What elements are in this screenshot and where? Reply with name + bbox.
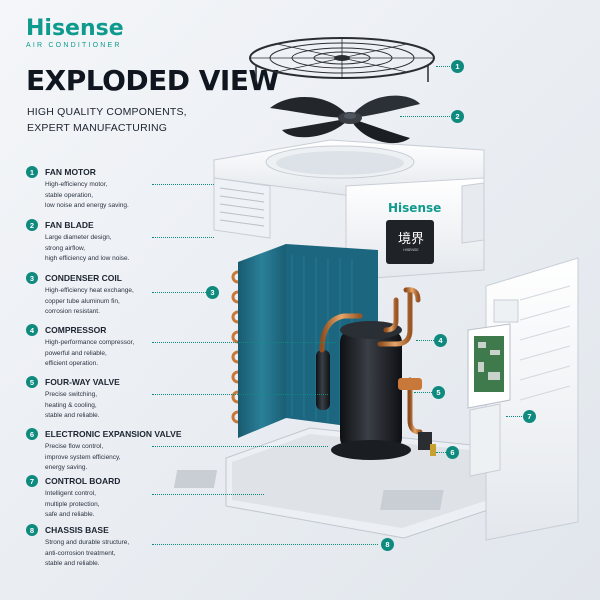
desc-line: corrosion resistant. xyxy=(45,308,100,315)
callout-1: 1 xyxy=(451,60,464,73)
feature-description: Precise switching, heating & cooling, st… xyxy=(45,390,195,422)
desc-line: improve system efficiency, xyxy=(45,453,121,461)
unit-display-panel-subtext: HISENSE xyxy=(403,248,419,252)
leader-line-1 xyxy=(436,66,452,67)
leader-line-8 xyxy=(152,544,378,545)
desc-line: anti-corrosion treatment, xyxy=(45,549,116,557)
desc-line: High-performance compressor, xyxy=(45,339,135,346)
feature-description: Large diameter design, strong airflow, h… xyxy=(45,233,195,265)
desc-line: Precise switching, xyxy=(45,391,98,398)
desc-line: Intelligent control, xyxy=(45,490,96,497)
leader-line-4 xyxy=(416,340,434,341)
page-title: EXPLODED VIEW xyxy=(26,64,279,97)
feature-title: CONTROL BOARD xyxy=(45,476,121,486)
feature-description: Intelligent control, multiple protection… xyxy=(45,489,195,521)
feature-number-badge: 1 xyxy=(26,166,38,178)
desc-line: Large diameter design, xyxy=(45,234,112,241)
unit-brand-label: Hisense xyxy=(388,201,442,215)
feature-description: Precise flow control, improve system eff… xyxy=(45,442,195,474)
top-shell xyxy=(213,139,485,281)
subtitle-line-2: EXPERT MANUFACTURING xyxy=(27,122,168,134)
feature-description: High-performance compressor, powerful an… xyxy=(45,338,195,370)
feature-title: COMPRESSOR xyxy=(45,325,107,335)
feature-number-badge: 5 xyxy=(26,376,38,388)
callout-6: 6 xyxy=(446,446,459,459)
feature-number-badge: 4 xyxy=(26,324,38,336)
desc-line: copper tube aluminum fin, xyxy=(45,297,120,305)
callout-5: 5 xyxy=(432,386,445,399)
copper-piping xyxy=(319,287,423,435)
desc-line: stable and reliable. xyxy=(45,560,100,567)
leader-line-feature-5 xyxy=(152,394,328,395)
fan-blade xyxy=(270,95,420,144)
desc-line: heating & cooling, xyxy=(45,401,97,409)
callout-2: 2 xyxy=(451,110,464,123)
desc-line: High-efficiency motor, xyxy=(45,181,108,188)
four-way-valve xyxy=(398,378,422,390)
feature-number-badge: 6 xyxy=(26,428,38,440)
feature-number-badge: 7 xyxy=(26,475,38,487)
leader-line-7 xyxy=(506,416,526,417)
feature-title: CONDENSER COIL xyxy=(45,273,122,283)
callout-3: 3 xyxy=(206,286,219,299)
feature-title: FAN MOTOR xyxy=(45,167,96,177)
page-subtitle: HIGH QUALITY COMPONENTS, EXPERT MANUFACT… xyxy=(27,104,187,136)
desc-line: High-efficiency heat exchange, xyxy=(45,287,134,294)
feature-title: CHASSIS BASE xyxy=(45,525,109,535)
brand-name: Hisense xyxy=(26,16,124,41)
brand-tagline: AIR CONDITIONER xyxy=(26,42,122,49)
callout-8: 8 xyxy=(381,538,394,551)
leader-line-feature-1 xyxy=(152,184,214,185)
desc-line: Precise flow control, xyxy=(45,443,104,450)
desc-line: low noise and energy saving. xyxy=(45,202,129,209)
desc-line: efficient operation. xyxy=(45,360,98,367)
leader-line-feature-4 xyxy=(152,342,336,343)
desc-line: powerful and reliable, xyxy=(45,349,107,357)
desc-line: strong airflow, xyxy=(45,244,86,252)
leader-line-feature-7 xyxy=(152,494,264,495)
feature-number-badge: 8 xyxy=(26,524,38,536)
subtitle-line-1: HIGH QUALITY COMPONENTS, xyxy=(27,106,187,118)
desc-line: stable operation, xyxy=(45,191,94,199)
leader-line-6 xyxy=(436,452,446,453)
feature-title: FOUR-WAY VALVE xyxy=(45,377,120,387)
desc-line: high efficiency and low noise. xyxy=(45,255,130,262)
desc-line: Strong and durable structure, xyxy=(45,539,130,546)
feature-description: High-efficiency heat exchange, copper tu… xyxy=(45,286,195,318)
leader-line-feature-2 xyxy=(152,237,214,238)
leader-line-5 xyxy=(414,392,432,393)
callout-7: 7 xyxy=(523,410,536,423)
side-panel xyxy=(467,257,579,541)
desc-line: energy saving. xyxy=(45,464,88,471)
desc-line: safe and reliable. xyxy=(45,511,95,518)
fan-grille xyxy=(249,37,435,82)
feature-number-badge: 2 xyxy=(26,219,38,231)
feature-title: FAN BLADE xyxy=(45,220,94,230)
feature-number-badge: 3 xyxy=(26,272,38,284)
feature-description: Strong and durable structure, anti-corro… xyxy=(45,538,195,570)
leader-line-3 xyxy=(152,292,206,293)
leader-line-2 xyxy=(400,116,452,117)
desc-line: stable and reliable. xyxy=(45,412,100,419)
expansion-valve xyxy=(418,432,436,456)
leader-line-feature-6 xyxy=(152,446,328,447)
desc-line: multiple protection, xyxy=(45,500,100,508)
feature-description: High-efficiency motor, stable operation,… xyxy=(45,180,195,212)
brand-logo: Hisense AIR CONDITIONER xyxy=(26,16,124,50)
feature-title: ELECTRONIC EXPANSION VALVE xyxy=(45,429,182,439)
callout-4: 4 xyxy=(434,334,447,347)
unit-display-panel-text: 境界 xyxy=(397,232,424,247)
chassis-base xyxy=(173,427,501,539)
compressor xyxy=(316,321,411,460)
